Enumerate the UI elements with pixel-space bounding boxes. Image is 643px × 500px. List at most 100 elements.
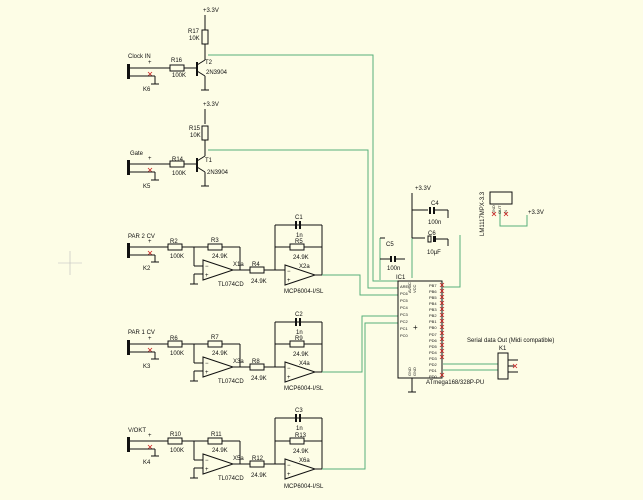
ch3-opamp1[interactable] (202, 453, 235, 475)
svg-text:+: + (148, 433, 152, 439)
ch3-r-fb2-resistor[interactable] (289, 437, 305, 445)
svg-text:PB6: PB6 (429, 289, 437, 294)
ch2-cap-value: 1n (296, 330, 303, 336)
gate-jack-icon[interactable] (127, 160, 130, 175)
ch1-r-fb-value: 24.9K (212, 254, 228, 260)
r14-resistor[interactable] (169, 160, 185, 168)
c5-value: 100n (387, 266, 400, 272)
r16-resistor[interactable] (169, 64, 185, 72)
ch1-jack-icon[interactable] (127, 243, 130, 258)
ch1-r-fb-resistor[interactable] (207, 243, 223, 251)
no-connect-mark (439, 348, 445, 354)
ch2-r-mid-resistor[interactable] (249, 363, 265, 371)
no-connect-mark (439, 294, 445, 300)
r17-value: 10K (189, 36, 200, 42)
signal-nets (208, 54, 528, 470)
no-connect-mark (439, 282, 445, 288)
regulator-part: LM1117MPX-3.3 (480, 191, 486, 236)
serial-ref: K1 (499, 346, 507, 352)
ch1-r-mid-value: 24.9K (251, 279, 267, 285)
no-connect-mark (439, 300, 445, 306)
svg-text:PD6: PD6 (429, 338, 438, 343)
ch1-jack-ref: K2 (143, 266, 151, 272)
r15-resistor[interactable] (201, 125, 209, 141)
svg-text:+: + (148, 156, 152, 162)
ch3-r-mid-resistor[interactable] (249, 460, 265, 468)
ch2-r-in-ref: R6 (170, 336, 178, 342)
ch2-jack-icon[interactable] (127, 340, 130, 355)
svg-text:PD5: PD5 (429, 344, 438, 349)
ch1-cap-value: 1n (296, 233, 303, 239)
svg-text:+: + (205, 467, 209, 473)
c6-value: 10µF (427, 250, 441, 256)
svg-text:+: + (413, 323, 418, 332)
t1-type: 2N3904 (207, 170, 229, 176)
c6-cap[interactable] (427, 235, 432, 243)
r15-ref: R15 (189, 126, 201, 132)
ch2-cap-ref: C2 (295, 312, 303, 318)
ch1-r-in-resistor[interactable] (167, 243, 183, 251)
ch1-opamp2[interactable] (284, 264, 317, 286)
ch3-r-fb-resistor[interactable] (207, 437, 223, 445)
ch2-r-fb2-resistor[interactable] (289, 340, 305, 348)
regulator-vcc-label: +3.3V (528, 210, 544, 216)
ch3-opamp2-ref: X6a (299, 458, 310, 464)
ch2-opamp2[interactable] (284, 361, 317, 383)
no-connect-mark (439, 372, 445, 378)
ch3-opamp2[interactable] (284, 458, 317, 480)
serial-connector[interactable] (497, 352, 509, 380)
svg-text:+: + (287, 278, 291, 284)
no-connect-mark (439, 354, 445, 360)
clock-in-jack-icon[interactable] (127, 64, 130, 79)
ch1-r-fb2-ref: R5 (295, 239, 303, 245)
svg-text:AVCC: AVCC (407, 282, 412, 293)
ch3-r-in-resistor[interactable] (167, 437, 183, 445)
svg-text:PD1: PD1 (429, 368, 438, 373)
mcu-part: ATmega168/328P-PU (426, 380, 484, 386)
ch3-r-fb2-ref: R13 (295, 433, 307, 439)
mcu-body[interactable] (397, 280, 443, 379)
ch2-r-in-value: 100K (170, 351, 184, 357)
clock-in-stage: Clock IN + K6 R16 100K T2 2N3904 +3.3V R… (127, 8, 228, 93)
gate-stage: Gate + K5 R14 100K T1 2N3904 +3.3V R15 1… (127, 102, 229, 190)
no-connect-mark (439, 342, 445, 348)
ch2-opamp1-ref: X3a (233, 359, 244, 365)
ch3-jack-icon[interactable] (127, 437, 130, 452)
svg-text:PC3: PC3 (400, 312, 409, 317)
ch2-r-in-resistor[interactable] (167, 340, 183, 348)
svg-text:AREF: AREF (400, 284, 411, 289)
ch1-opamp1[interactable] (202, 259, 235, 281)
clock-vcc-label: +3.3V (203, 8, 219, 14)
svg-text:PB3: PB3 (429, 307, 437, 312)
svg-text:VCC: VCC (412, 284, 417, 293)
no-connect-mark (439, 306, 445, 312)
ch3-cap-value: 1n (296, 426, 303, 432)
r17-resistor[interactable] (201, 29, 209, 45)
ch3-opamp1-ref: X5a (233, 456, 244, 462)
ch2-r-fb-resistor[interactable] (207, 340, 223, 348)
svg-text:PB5: PB5 (429, 295, 437, 300)
regulator: LM1117MPX-3.3 GND OUT IN +3.3V (480, 191, 544, 236)
svg-text:PC0: PC0 (400, 333, 409, 338)
svg-text:PC6: PC6 (400, 291, 409, 296)
svg-text:PB2: PB2 (429, 313, 437, 318)
ch1-r-mid-ref: R4 (252, 262, 260, 268)
clock-in-jack-ref: K6 (143, 87, 151, 93)
svg-text:−: − (287, 269, 291, 275)
mcu-ic1: IC1 AREF PC6 PC5 PC4 PC3 PC2 PC1 PC0 PB7… (396, 275, 484, 393)
ch3-r-in-value: 100K (170, 448, 184, 454)
ch1-r-fb2-resistor[interactable] (289, 243, 305, 251)
crosshair-marker (58, 251, 82, 275)
ch1-r-mid-resistor[interactable] (249, 266, 265, 274)
no-connect-markers (439, 282, 445, 378)
svg-text:+: + (205, 273, 209, 279)
ch1-opamp2-type: MCP6004-I/SL (284, 289, 324, 295)
ch2-opamp1[interactable] (202, 356, 235, 378)
clock-in-label: Clock IN (128, 54, 151, 60)
svg-text:PD2: PD2 (429, 362, 438, 367)
svg-text:PD7: PD7 (429, 332, 438, 337)
ch1-opamp1-type: TL074CD (218, 282, 244, 288)
gate-label: Gate (130, 151, 144, 157)
regulator-body[interactable] (489, 191, 513, 205)
svg-text:PB0: PB0 (429, 325, 437, 330)
